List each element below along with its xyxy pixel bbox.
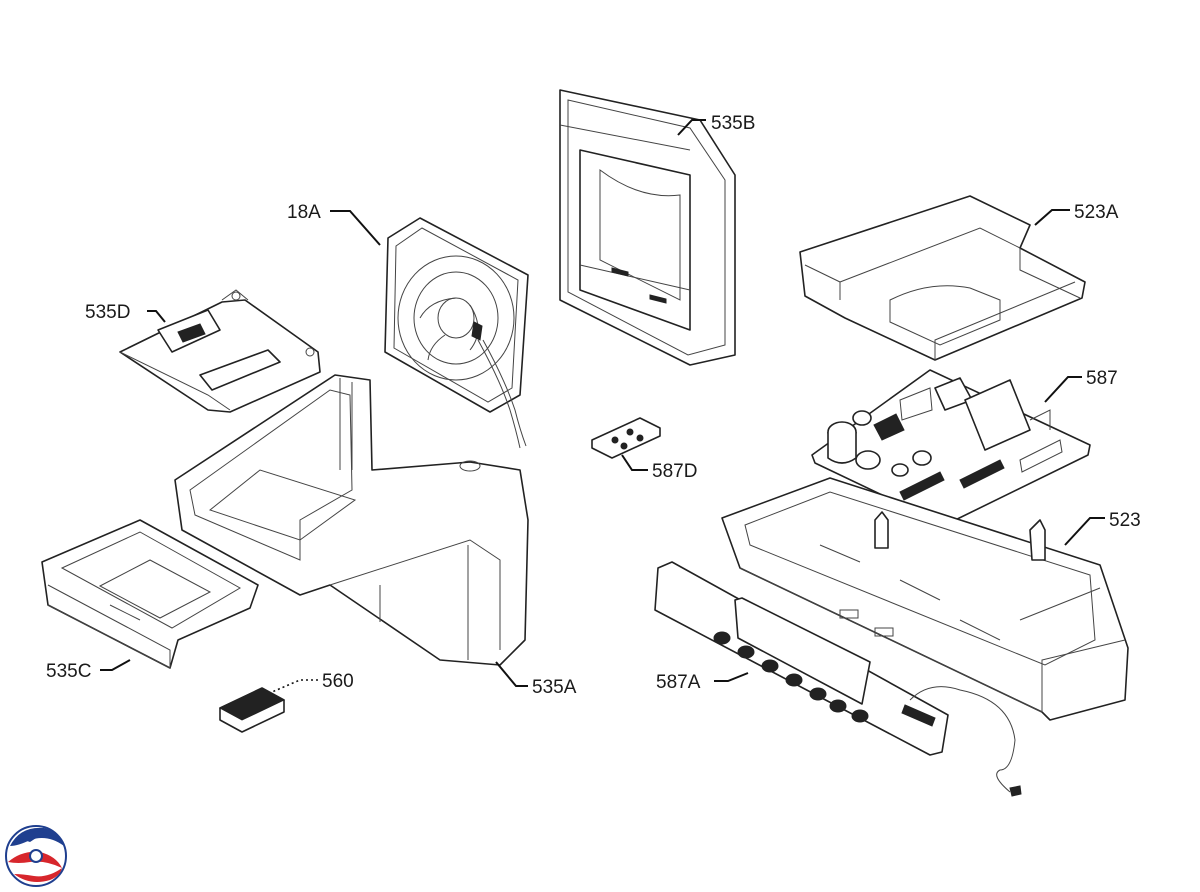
part-labels: 535B 18A 523A 535D 587 587D 523 535C 560… <box>46 113 1141 698</box>
part-587A-button-board <box>654 561 1022 797</box>
label-560: 560 <box>322 671 354 692</box>
part-587-main-pcb <box>811 369 1091 526</box>
label-587D: 587D <box>652 461 697 482</box>
label-587A: 587A <box>656 672 701 693</box>
leader-535C <box>100 659 131 671</box>
label-535A: 535A <box>532 677 577 698</box>
label-535B: 535B <box>711 113 755 134</box>
leader-587D <box>621 454 648 471</box>
part-587D-small-board <box>591 417 661 459</box>
part-523-chassis <box>721 477 1129 721</box>
leader-535A <box>495 661 528 687</box>
leader-523A <box>1034 209 1070 226</box>
leader-18A <box>330 210 381 246</box>
part-523A-cover <box>799 195 1086 361</box>
label-523: 523 <box>1109 510 1141 531</box>
label-535D: 535D <box>85 302 130 323</box>
leader-lines <box>100 119 1105 693</box>
leader-535D <box>147 310 166 323</box>
leader-587 <box>1044 376 1082 403</box>
leader-523 <box>1064 517 1105 546</box>
part-535B-front-frame <box>559 89 736 366</box>
label-523A: 523A <box>1074 202 1119 223</box>
part-18A-fan <box>384 217 529 449</box>
leader-535B <box>677 119 706 136</box>
label-18A: 18A <box>287 202 321 223</box>
part-535A-housing <box>174 374 529 666</box>
leader-587A <box>714 672 749 682</box>
part-535C-drawer <box>41 519 259 669</box>
label-587: 587 <box>1086 368 1118 389</box>
part-535D-tray <box>119 289 321 413</box>
swirl-logo-icon <box>5 825 67 887</box>
label-535C: 535C <box>46 661 91 682</box>
leader-560 <box>271 679 318 693</box>
part-560-filter <box>218 687 286 733</box>
